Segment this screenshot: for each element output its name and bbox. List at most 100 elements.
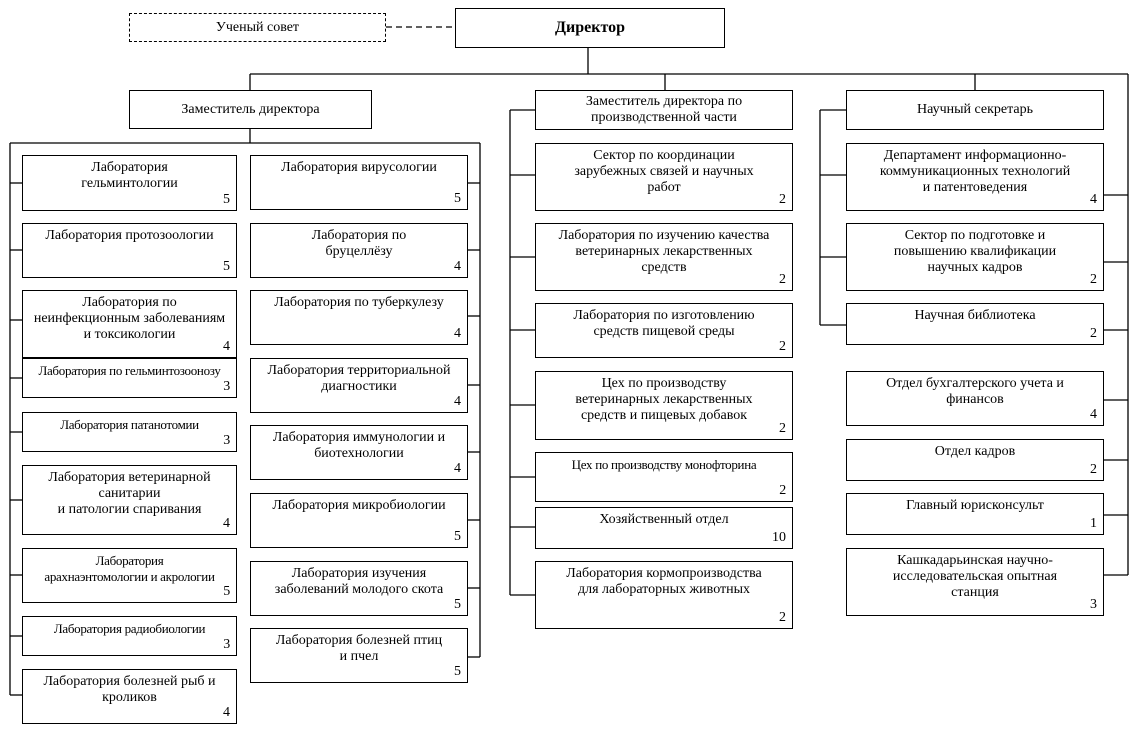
unit-helminthology: Лаборатория гельминтологии 5 [22,155,237,211]
unit-count: 1 [1090,516,1097,531]
unit-immunology: Лаборатория иммунологии и биотехнологии … [250,425,468,480]
unit-nutrient-media: Лаборатория по изготовлению средств пище… [535,303,793,358]
unit-count: 2 [1090,272,1097,287]
unit-label: Отдел кадров [934,444,1016,459]
unit-legal: Главный юрисконсульт 1 [846,493,1104,535]
unit-library: Научная библиотека 2 [846,303,1104,345]
unit-experimental-station: Кашкадарьинская научно- исследовательска… [846,548,1104,616]
unit-count: 3 [223,637,230,652]
scientific-secretary-box: Научный секретарь [846,90,1104,130]
unit-label: Лаборатория микробиологии [272,498,446,513]
unit-ict-department: Департамент информационно- коммуникацион… [846,143,1104,211]
unit-label: Лаборатория по неинфекционным заболевани… [33,295,226,342]
unit-young-stock: Лаборатория изучения заболеваний молодог… [250,561,468,616]
unit-label: Лаборатория иммунологии и биотехнологии [272,430,446,461]
unit-label: Хозяйственный отдел [599,512,729,527]
unit-label: Научная библиотека [914,308,1036,323]
unit-hr: Отдел кадров 2 [846,439,1104,481]
unit-count: 2 [779,610,786,625]
unit-label: Кашкадарьинская научно- исследовательска… [892,553,1058,600]
unit-foreign-relations: Сектор по координации зарубежных связей … [535,143,793,211]
unit-arachnoentomology: Лаборатория арахнаэнтомологии и акрологи… [22,548,237,603]
director-label: Директор [555,19,625,36]
unit-count: 5 [223,192,230,207]
unit-label: Департамент информационно- коммуникацион… [879,148,1071,195]
unit-count: 5 [223,259,230,274]
unit-count: 3 [223,379,230,394]
unit-label: Цех по производству монофторина [571,457,757,472]
unit-label: Лаборатория радиобиологии [53,621,206,636]
unit-count: 2 [1090,326,1097,341]
unit-count: 5 [454,597,461,612]
unit-count: 4 [454,461,461,476]
unit-virology: Лаборатория вирусологии 5 [250,155,468,210]
unit-accounting: Отдел бухгалтерского учета и финансов 4 [846,371,1104,426]
unit-count: 5 [454,664,461,679]
unit-count: 5 [223,584,230,599]
unit-pathanatomy: Лаборатория патанотомии 3 [22,412,237,452]
unit-count: 4 [223,705,230,720]
unit-label: Лаборатория болезней птиц и пчел [275,633,443,664]
unit-territorial-diagnostics: Лаборатория территориальной диагностики … [250,358,468,413]
director-box: Директор [455,8,725,48]
unit-label: Лаборатория по бруцеллёзу [311,228,407,259]
unit-protozoology: Лаборатория протозоологии 5 [22,223,237,278]
unit-staff-training: Сектор по подготовке и повышению квалифи… [846,223,1104,291]
unit-brucellosis: Лаборатория по бруцеллёзу 4 [250,223,468,278]
unit-label: Лаборатория ветеринарной санитарии и пат… [48,470,211,517]
unit-helminthozoonosis: Лаборатория по гельминтозоонозу 3 [22,358,237,398]
unit-count: 4 [454,394,461,409]
unit-birds-bees: Лаборатория болезней птиц и пчел 5 [250,628,468,683]
unit-noninfectious: Лаборатория по неинфекционным заболевани… [22,290,237,358]
unit-count: 4 [223,339,230,354]
unit-feed-production: Лаборатория кормопроизводства для лабора… [535,561,793,629]
unit-count: 4 [454,259,461,274]
unit-label: Лаборатория по изготовлению средств пище… [573,308,755,339]
unit-label: Лаборатория арахнаэнтомологии и акрологи… [44,553,215,584]
unit-label: Лаборатория протозоологии [45,228,214,243]
academic-council-box: Ученый совет [129,13,386,42]
unit-count: 5 [454,191,461,206]
unit-count: 2 [779,339,786,354]
unit-label: Лаборатория по туберкулезу [274,295,444,310]
unit-label: Отдел бухгалтерского учета и финансов [886,376,1064,407]
unit-microbiology: Лаборатория микробиологии 5 [250,493,468,548]
unit-count: 2 [779,421,786,436]
deputy-director-label: Заместитель директора [181,101,320,117]
unit-count: 2 [779,483,786,498]
unit-count: 4 [1090,407,1097,422]
unit-count: 10 [772,530,786,545]
unit-count: 2 [779,192,786,207]
unit-label: Лаборатория по изучению качества ветерин… [558,228,770,275]
unit-radiobiology: Лаборатория радиобиологии 3 [22,616,237,656]
academic-council-label: Ученый совет [215,19,300,35]
scientific-secretary-label: Научный секретарь [916,102,1034,117]
unit-count: 2 [1090,462,1097,477]
unit-label: Сектор по подготовке и повышению квалифи… [893,228,1057,275]
unit-label: Лаборатория территориальной диагностики [267,363,451,394]
unit-label: Лаборатория по гельминтозоонозу [38,363,221,378]
unit-household: Хозяйственный отдел 10 [535,507,793,549]
unit-count: 4 [454,326,461,341]
unit-monofluorine: Цех по производству монофторина 2 [535,452,793,502]
unit-label: Лаборатория болезней рыб и кроликов [43,674,216,705]
unit-count: 4 [1090,192,1097,207]
unit-count: 3 [1090,597,1097,612]
unit-label: Сектор по координации зарубежных связей … [574,148,754,195]
unit-count: 5 [454,529,461,544]
unit-fish-rabbit: Лаборатория болезней рыб и кроликов 4 [22,669,237,724]
unit-label: Главный юрисконсульт [906,498,1044,513]
unit-drug-production: Цех по производству ветеринарных лекарст… [535,371,793,440]
unit-label: Лаборатория изучения заболеваний молодог… [274,566,444,597]
unit-label: Цех по производству ветеринарных лекарст… [575,376,753,423]
deputy-production-label: Заместитель директора по производственно… [585,94,743,125]
unit-label: Лаборатория патанотомии [60,417,199,432]
unit-sanitation: Лаборатория ветеринарной санитарии и пат… [22,465,237,535]
unit-count: 2 [779,272,786,287]
unit-label: Лаборатория гельминтологии [81,160,178,191]
unit-tuberculosis: Лаборатория по туберкулезу 4 [250,290,468,345]
unit-label: Лаборатория кормопроизводства для лабора… [566,566,762,597]
unit-count: 4 [223,516,230,531]
unit-drug-quality: Лаборатория по изучению качества ветерин… [535,223,793,291]
